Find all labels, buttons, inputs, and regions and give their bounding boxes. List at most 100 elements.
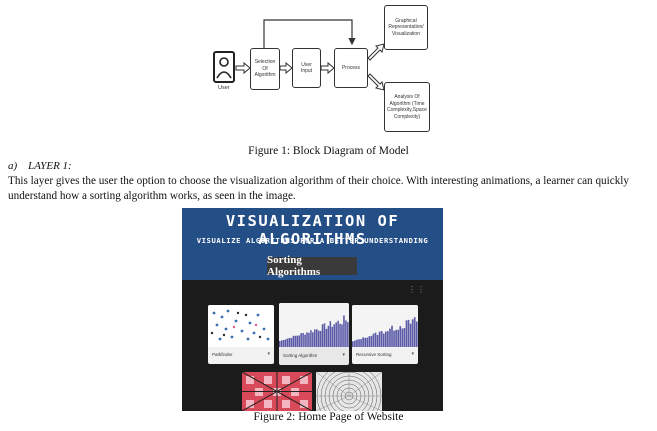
thumbnail-bar (279, 341, 281, 347)
thumbnail-bar (327, 325, 330, 347)
arrow-process-to-analysis (367, 73, 385, 91)
arrow-selection-to-input (279, 61, 293, 75)
thumbnail-bar (312, 332, 314, 347)
selection-of-algorithm-box: Selection Of Algorithm (250, 48, 280, 90)
thumbnail-bar (374, 332, 377, 347)
thumbnail-bar (399, 326, 402, 347)
thumbnail-bar (362, 337, 364, 347)
thumbnail-bar (401, 328, 404, 347)
arrow-process-to-graphical (367, 43, 385, 61)
thumbnail-bar (280, 340, 283, 347)
arrow-user-to-selection (235, 61, 251, 75)
thumbnail-bar (411, 319, 414, 347)
thumbnail-bar (323, 323, 326, 347)
thumbnail-bar (325, 328, 328, 347)
thumbnail-bar (409, 323, 412, 347)
thumbnail-bar (288, 337, 291, 347)
block-diagram: User Selection Of Algorithm User Input P… (200, 0, 450, 145)
thumbnail-bar (300, 333, 302, 347)
website-screenshot: VISUALIZATION OF ALGORITHMS VISUALIZE AL… (182, 208, 443, 411)
thumbnail-bar (329, 321, 332, 347)
thumbnail-bar (302, 332, 304, 347)
section-heading: a) LAYER 1: (8, 160, 72, 172)
thumbnail-bar (378, 331, 381, 347)
figure-1-caption: Figure 1: Block Diagram of Model (248, 145, 409, 157)
thumbnail-bar (395, 329, 397, 347)
thumbnail-bar (335, 322, 337, 347)
card-recursive-sorting[interactable]: Recursive Sorting ▾ (352, 305, 418, 364)
thumbnail-bar (321, 324, 324, 347)
thumbnail-bar (403, 328, 406, 347)
thumbnail-bar (315, 329, 318, 347)
user-input-box: User Input (292, 48, 321, 88)
thumbnail-bar (347, 322, 349, 347)
thumbnail-bar (376, 334, 379, 347)
feedback-line (263, 19, 356, 48)
thumbnail-bar (290, 338, 293, 347)
card-label: Sorting Algorithm (283, 353, 318, 358)
thumbnail-bar (331, 326, 334, 347)
thumbnail-bar (282, 339, 285, 347)
figure-2-caption: Figure 2: Home Page of Website (253, 411, 404, 423)
thumbnail-bar (343, 315, 345, 347)
more-icon[interactable]: ⋮⋮ (408, 285, 426, 294)
thumbnail-bar (292, 335, 295, 347)
recursive-sorting-thumbnail (352, 305, 418, 347)
thumbnail-bar (391, 325, 393, 347)
thumbnail-bar (372, 333, 375, 347)
chevron-down-icon: ▾ (342, 353, 345, 358)
thumbnail-bar (385, 331, 387, 347)
thumbnail-bar (407, 319, 410, 347)
thumbnail-bar (345, 320, 347, 347)
chevron-down-icon: ▾ (267, 352, 270, 357)
thumbnail-bar (397, 329, 400, 347)
thumbnail-bar (354, 340, 356, 347)
thumbnail-bar (294, 335, 297, 347)
pattern-thumbnail-spiral[interactable] (316, 372, 382, 411)
card-pathfinder[interactable]: Pathfinder ▾ (208, 305, 274, 364)
thumbnail-bar (368, 336, 371, 347)
thumbnail-bar (333, 324, 335, 347)
section-title: LAYER 1: (28, 160, 72, 172)
thumbnail-bar (366, 337, 369, 347)
process-box: Process (334, 48, 368, 88)
graphical-representation-box: Graphical Representation/ Visualization (384, 5, 428, 50)
thumbnail-bar (310, 330, 312, 347)
thumbnail-bar (337, 320, 339, 347)
pattern-thumbnail-tiles[interactable] (242, 372, 312, 411)
user-icon (213, 51, 235, 83)
thumbnail-bar (364, 337, 367, 347)
section-number: a) (8, 160, 18, 172)
thumbnail-bar (370, 335, 373, 347)
thumbnail-bar (387, 331, 389, 347)
thumbnail-bar (304, 334, 306, 347)
site-subtitle: VISUALIZE ALGORITHMS FOR A BETTER UNDERS… (196, 236, 429, 245)
thumbnail-bar (341, 324, 343, 347)
thumbnail-bar (317, 330, 320, 347)
arrow-input-to-process (320, 61, 335, 75)
thumbnail-bar (298, 335, 300, 347)
card-sorting-algorithm[interactable]: Sorting Algorithm ▾ (279, 303, 349, 365)
section-paragraph: This layer gives the user the option to … (8, 175, 630, 202)
pathfinder-thumbnail (208, 305, 274, 347)
thumbnail-bar (352, 341, 354, 347)
site-title: VISUALIZATION OF ALGORITHMS (225, 212, 400, 248)
diagram-connectors (213, 19, 385, 91)
thumbnail-bar (339, 323, 341, 347)
card-label: Recursive Sorting (356, 352, 392, 357)
thumbnail-bar (389, 328, 391, 347)
thumbnail-bar (405, 320, 408, 347)
thumbnail-bar (284, 339, 287, 347)
thumbnail-bar (308, 332, 310, 347)
thumbnail-bar (393, 330, 395, 347)
sorting-algorithms-badge[interactable]: Sorting Algorithms (267, 254, 357, 278)
thumbnail-bar (413, 317, 416, 347)
thumbnail-bar (382, 333, 385, 347)
thumbnail-bar (415, 321, 418, 347)
sorting-thumbnail (279, 303, 349, 347)
chevron-down-icon: ▾ (411, 352, 414, 357)
analysis-of-algorithm-box: Analysis Of Algorithm (Time Complexity,S… (384, 82, 430, 132)
thumbnail-bar (296, 335, 299, 347)
card-label: Pathfinder (212, 352, 233, 357)
thumbnail-bar (380, 331, 383, 347)
